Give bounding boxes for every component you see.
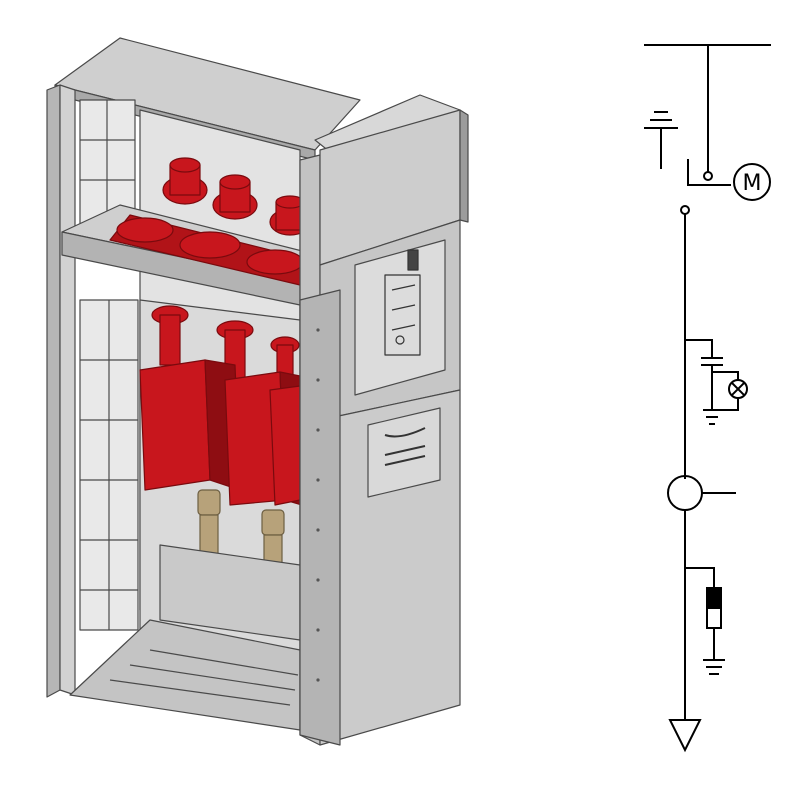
left-lower-vent-grid	[79, 299, 139, 631]
front-side-strip	[299, 289, 341, 746]
breaker-node	[680, 205, 690, 215]
surge-arrester-branch	[684, 567, 725, 675]
cabinet-left-front-post	[59, 84, 76, 696]
voltage-indicator-branch	[684, 339, 748, 425]
cabinet-left-rear-post	[46, 84, 61, 698]
switchgear-cabinet-illustration	[46, 37, 469, 746]
breaker-operating-panel	[354, 239, 446, 396]
breaker-poles	[139, 305, 303, 506]
single-line-diagram: M	[644, 44, 771, 753]
side-strip-bolts	[316, 328, 320, 682]
current-transformer-symbol	[667, 475, 703, 511]
lv-compartment-side	[459, 109, 469, 223]
motor-letter: M	[743, 171, 762, 196]
earthing-switch-symbol	[644, 111, 678, 169]
cable-termination-symbol	[668, 719, 702, 753]
operating-mechanism-details	[384, 249, 421, 356]
floor-rails	[109, 649, 299, 706]
motor-symbol: M	[733, 163, 771, 201]
door-handle-slots	[384, 427, 426, 466]
disconnector-symbol	[687, 159, 731, 186]
left-upper-vent-grid	[79, 99, 136, 226]
